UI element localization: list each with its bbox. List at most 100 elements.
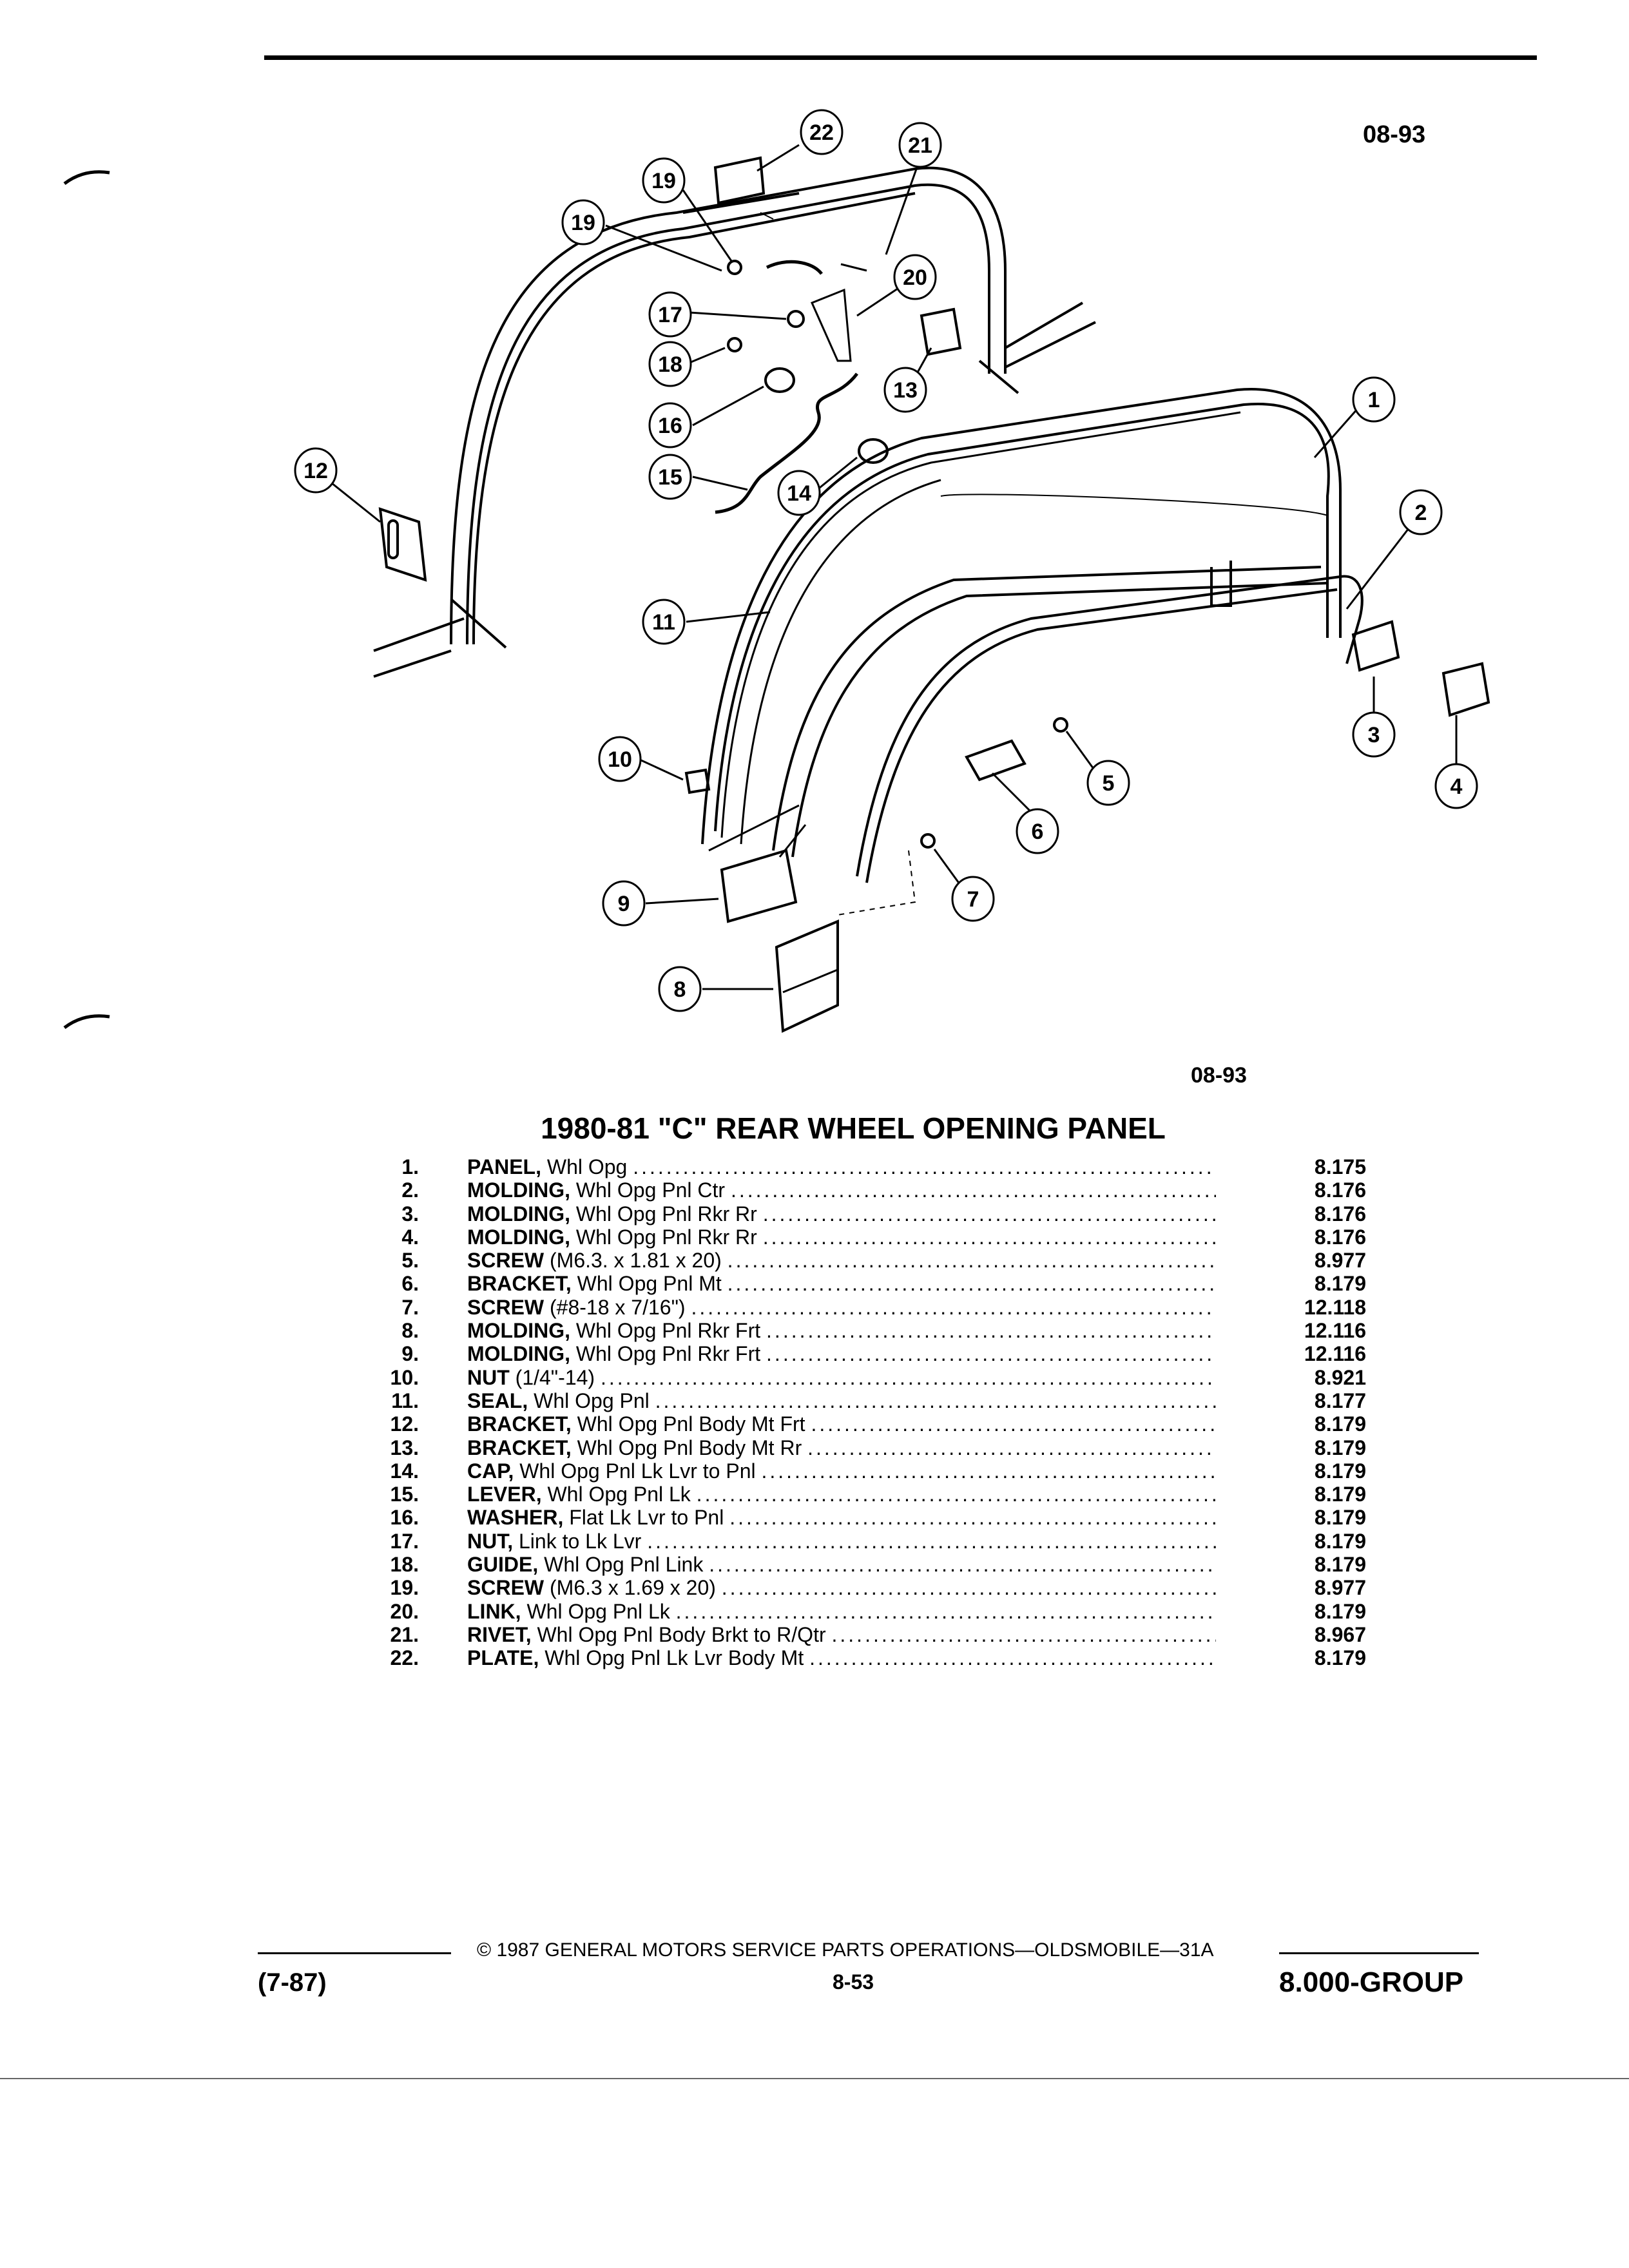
callout-number: 1 (1368, 388, 1380, 412)
part-name: LEVER, (467, 1483, 542, 1506)
callout-number: 19 (651, 169, 676, 193)
part-number: 11. (391, 1389, 419, 1412)
callout-number: 22 (809, 120, 834, 145)
callout-bubble (642, 157, 686, 204)
part-row: 10. NUT (1/4"-14) .......................… (361, 1366, 1366, 1389)
part-detail: Whl Opg Pnl Lk (526, 1599, 670, 1623)
part-number: 9. (401, 1342, 419, 1366)
part-detail: Whl Opg Pnl Ctr (575, 1178, 726, 1202)
callout-bubble (1434, 763, 1478, 809)
callout-bubble (777, 470, 821, 516)
part-row: 17. NUT, Link to Lk Lvr .................… (361, 1530, 1366, 1553)
part-number: 5. (401, 1249, 419, 1273)
part-detail: Whl Opg Pnl Lk Lvr Body Mt (545, 1646, 804, 1670)
callout-bubble (893, 254, 937, 300)
part-description: MOLDING, Whl Opg Pnl Rkr Frt ...........… (467, 1319, 1216, 1342)
leader-dots: ........................................… (831, 1622, 1217, 1646)
part-reference: 8.179 (1314, 1646, 1366, 1670)
part-detail: Whl Opg Pnl Rkr Frt (575, 1342, 761, 1366)
part-name: BRACKET, (467, 1436, 572, 1459)
part-description: PANEL, Whl Opg .........................… (467, 1155, 1216, 1178)
part-description: SCREW (M6.3 x 1.69 x 20) ...............… (467, 1576, 1216, 1599)
leader-dots: ........................................… (727, 1249, 1216, 1273)
part-detail: (M6.3 x 1.69 x 20) (550, 1576, 716, 1600)
part-description: MOLDING, Whl Opg Pnl Rkr Rr ............… (467, 1225, 1216, 1249)
part-name: NUT, (467, 1529, 514, 1553)
part-row: 19. SCREW (M6.3 x 1.69 x 20) ............… (361, 1576, 1366, 1599)
part-detail: (M6.3. x 1.81 x 20) (550, 1249, 722, 1273)
part-name: SCREW (467, 1249, 545, 1273)
callout-bubble (951, 876, 995, 922)
part-detail: Flat Lk Lvr to Pnl (569, 1506, 724, 1530)
part-reference: 8.179 (1314, 1599, 1366, 1623)
callout-bubble (800, 109, 843, 155)
part-detail: Link to Lk Lvr (519, 1529, 642, 1553)
part-description: MOLDING, Whl Opg Pnl Ctr ...............… (467, 1178, 1216, 1202)
part-number: 18. (390, 1553, 419, 1577)
part-detail: Whl Opg Pnl Mt (577, 1272, 722, 1296)
callout-bubble (294, 447, 338, 494)
part-reference: 8.179 (1314, 1459, 1366, 1483)
part-description: NUT, Link to Lk Lvr ....................… (467, 1530, 1216, 1553)
leader-dots: ........................................… (729, 1506, 1216, 1530)
part-description: MOLDING, Whl Opg Pnl Rkr Rr ............… (467, 1202, 1216, 1225)
part-name: BRACKET, (467, 1412, 572, 1436)
part-number: 17. (390, 1529, 419, 1553)
part-row: 15.LEVER, Whl Opg Pnl Lk ...............… (361, 1483, 1366, 1506)
callout-bubble (883, 367, 927, 413)
part-number: 8. (401, 1319, 419, 1343)
part-description: SEAL, Whl Opg Pnl ......................… (467, 1389, 1216, 1412)
page-title: 1980-81 "C" REAR WHEEL OPENING PANEL (0, 1111, 1629, 1146)
part-number: 22. (390, 1646, 419, 1670)
leader-dots: ........................................… (709, 1553, 1216, 1577)
part-reference: 8.179 (1314, 1553, 1366, 1577)
part-name: BRACKET, (467, 1272, 572, 1296)
leader-dots: ........................................… (675, 1599, 1216, 1623)
leader-dots: ........................................… (691, 1295, 1216, 1319)
part-detail: Whl Opg Pnl (534, 1389, 650, 1412)
part-reference: 8.967 (1314, 1622, 1366, 1646)
callout-number: 8 (674, 977, 686, 1002)
footer-rule-left (258, 1952, 451, 1954)
leader-dots: ........................................… (766, 1342, 1216, 1366)
part-row: 16.WASHER, Flat Lk Lvr to Pnl ..........… (361, 1506, 1366, 1529)
part-row: 4.MOLDING, Whl Opg Pnl Rkr Rr ..........… (361, 1225, 1366, 1249)
callout-number: 13 (893, 378, 918, 403)
leader-dots: ........................................… (811, 1412, 1216, 1436)
callout-bubble (602, 880, 646, 927)
part-name: RIVET, (467, 1622, 532, 1646)
part-row: 7. SCREW (#8-18 x 7/16") ................… (361, 1296, 1366, 1319)
callout-bubble (658, 966, 702, 1012)
callout-number: 19 (571, 211, 595, 235)
leader-dots: ........................................… (766, 1319, 1216, 1343)
leader-dots: ........................................… (730, 1178, 1216, 1202)
part-number: 6. (401, 1272, 419, 1296)
part-description: NUT (1/4"-14) ..........................… (467, 1366, 1216, 1389)
part-number: 1. (401, 1155, 419, 1178)
part-name: PLATE, (467, 1646, 539, 1670)
part-number: 7. (401, 1295, 419, 1319)
part-description: PLATE, Whl Opg Pnl Lk Lvr Body Mt ......… (467, 1646, 1216, 1669)
leader-dots: ........................................… (721, 1576, 1216, 1600)
part-detail: Whl Opg Pnl Body Mt Rr (577, 1436, 802, 1459)
part-row: 5. SCREW (M6.3. x 1.81 x 20) ............… (361, 1249, 1366, 1272)
part-row: 18.GUIDE, Whl Opg Pnl Link .............… (361, 1553, 1366, 1576)
callout-number: 10 (608, 747, 632, 772)
part-reference: 8.176 (1314, 1225, 1366, 1249)
callout-number: 15 (658, 465, 682, 490)
footer-rule-right (1279, 1952, 1479, 1954)
part-number: 10. (390, 1365, 419, 1389)
part-name: NUT (467, 1365, 510, 1389)
leader-dots: ........................................… (647, 1529, 1216, 1553)
part-number: 19. (390, 1576, 419, 1600)
page-code: 08-93 (1363, 121, 1426, 148)
part-row: 1. PANEL, Whl Opg .......................… (361, 1155, 1366, 1178)
leader-dots: ........................................… (696, 1483, 1216, 1506)
part-number: 2. (401, 1178, 419, 1202)
part-name: PANEL, (467, 1155, 541, 1178)
part-name: SCREW (467, 1295, 545, 1319)
part-description: CAP, Whl Opg Pnl Lk Lvr to Pnl .........… (467, 1459, 1216, 1483)
part-row: 8. MOLDING, Whl Opg Pnl Rkr Frt .........… (361, 1319, 1366, 1342)
part-detail: (#8-18 x 7/16") (550, 1295, 686, 1319)
part-detail: Whl Opg Pnl Body Mt Frt (577, 1412, 805, 1436)
